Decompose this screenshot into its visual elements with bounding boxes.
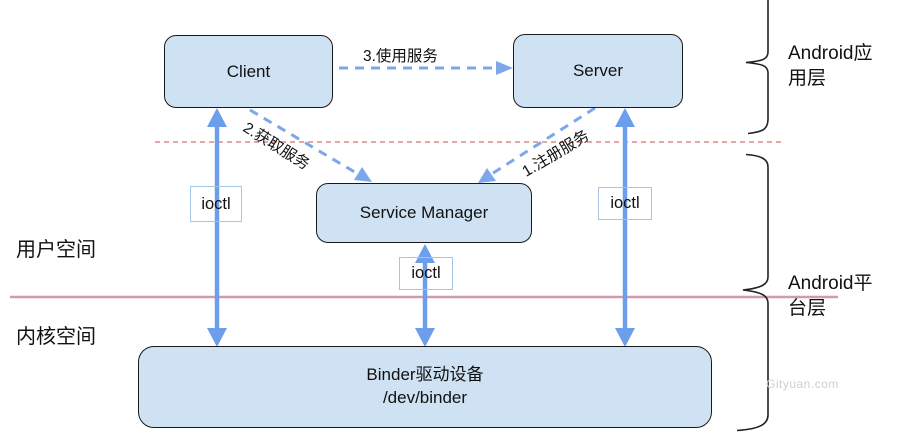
kernel-space-label: 内核空间 bbox=[16, 326, 96, 348]
servicemanager-binder-arrow bbox=[415, 244, 435, 347]
use-service-arrow bbox=[339, 61, 513, 75]
watermark: Gityuan.com bbox=[766, 377, 839, 391]
server-binder-arrow bbox=[615, 108, 635, 347]
client-node: Client bbox=[164, 35, 333, 108]
client-binder-arrow bbox=[207, 108, 227, 347]
server-label: Server bbox=[572, 61, 624, 80]
binder-driver-node: Binder驱动设备 /dev/binder bbox=[138, 346, 712, 428]
server-node: Server bbox=[513, 34, 683, 108]
use-service-label: 3.使用服务 bbox=[363, 48, 438, 65]
register-service-arrow bbox=[478, 106, 596, 183]
ioctl-middle-label: ioctl bbox=[411, 264, 441, 282]
client-label: Client bbox=[226, 61, 271, 81]
ioctl-right-label: ioctl bbox=[610, 194, 640, 212]
binder-driver-label-line1: Binder驱动设备 bbox=[366, 365, 484, 385]
platform-layer-brace bbox=[736, 153, 769, 432]
android-platform-layer-label: Android平台层 bbox=[788, 273, 873, 319]
ioctl-box-left: ioctl bbox=[190, 186, 242, 222]
ioctl-box-right: ioctl bbox=[598, 187, 652, 220]
android-app-layer-label: Android应用层 bbox=[788, 43, 873, 89]
user-space-label: 用户空间 bbox=[16, 239, 96, 261]
ioctl-box-middle: ioctl bbox=[399, 257, 453, 290]
app-layer-brace bbox=[745, 0, 769, 135]
service-manager-label: Service Manager bbox=[359, 203, 489, 222]
service-manager-node: Service Manager bbox=[316, 183, 532, 243]
ioctl-left-label: ioctl bbox=[201, 194, 231, 213]
get-service-arrow bbox=[249, 108, 372, 182]
binder-driver-label-line2: /dev/binder bbox=[382, 388, 468, 407]
